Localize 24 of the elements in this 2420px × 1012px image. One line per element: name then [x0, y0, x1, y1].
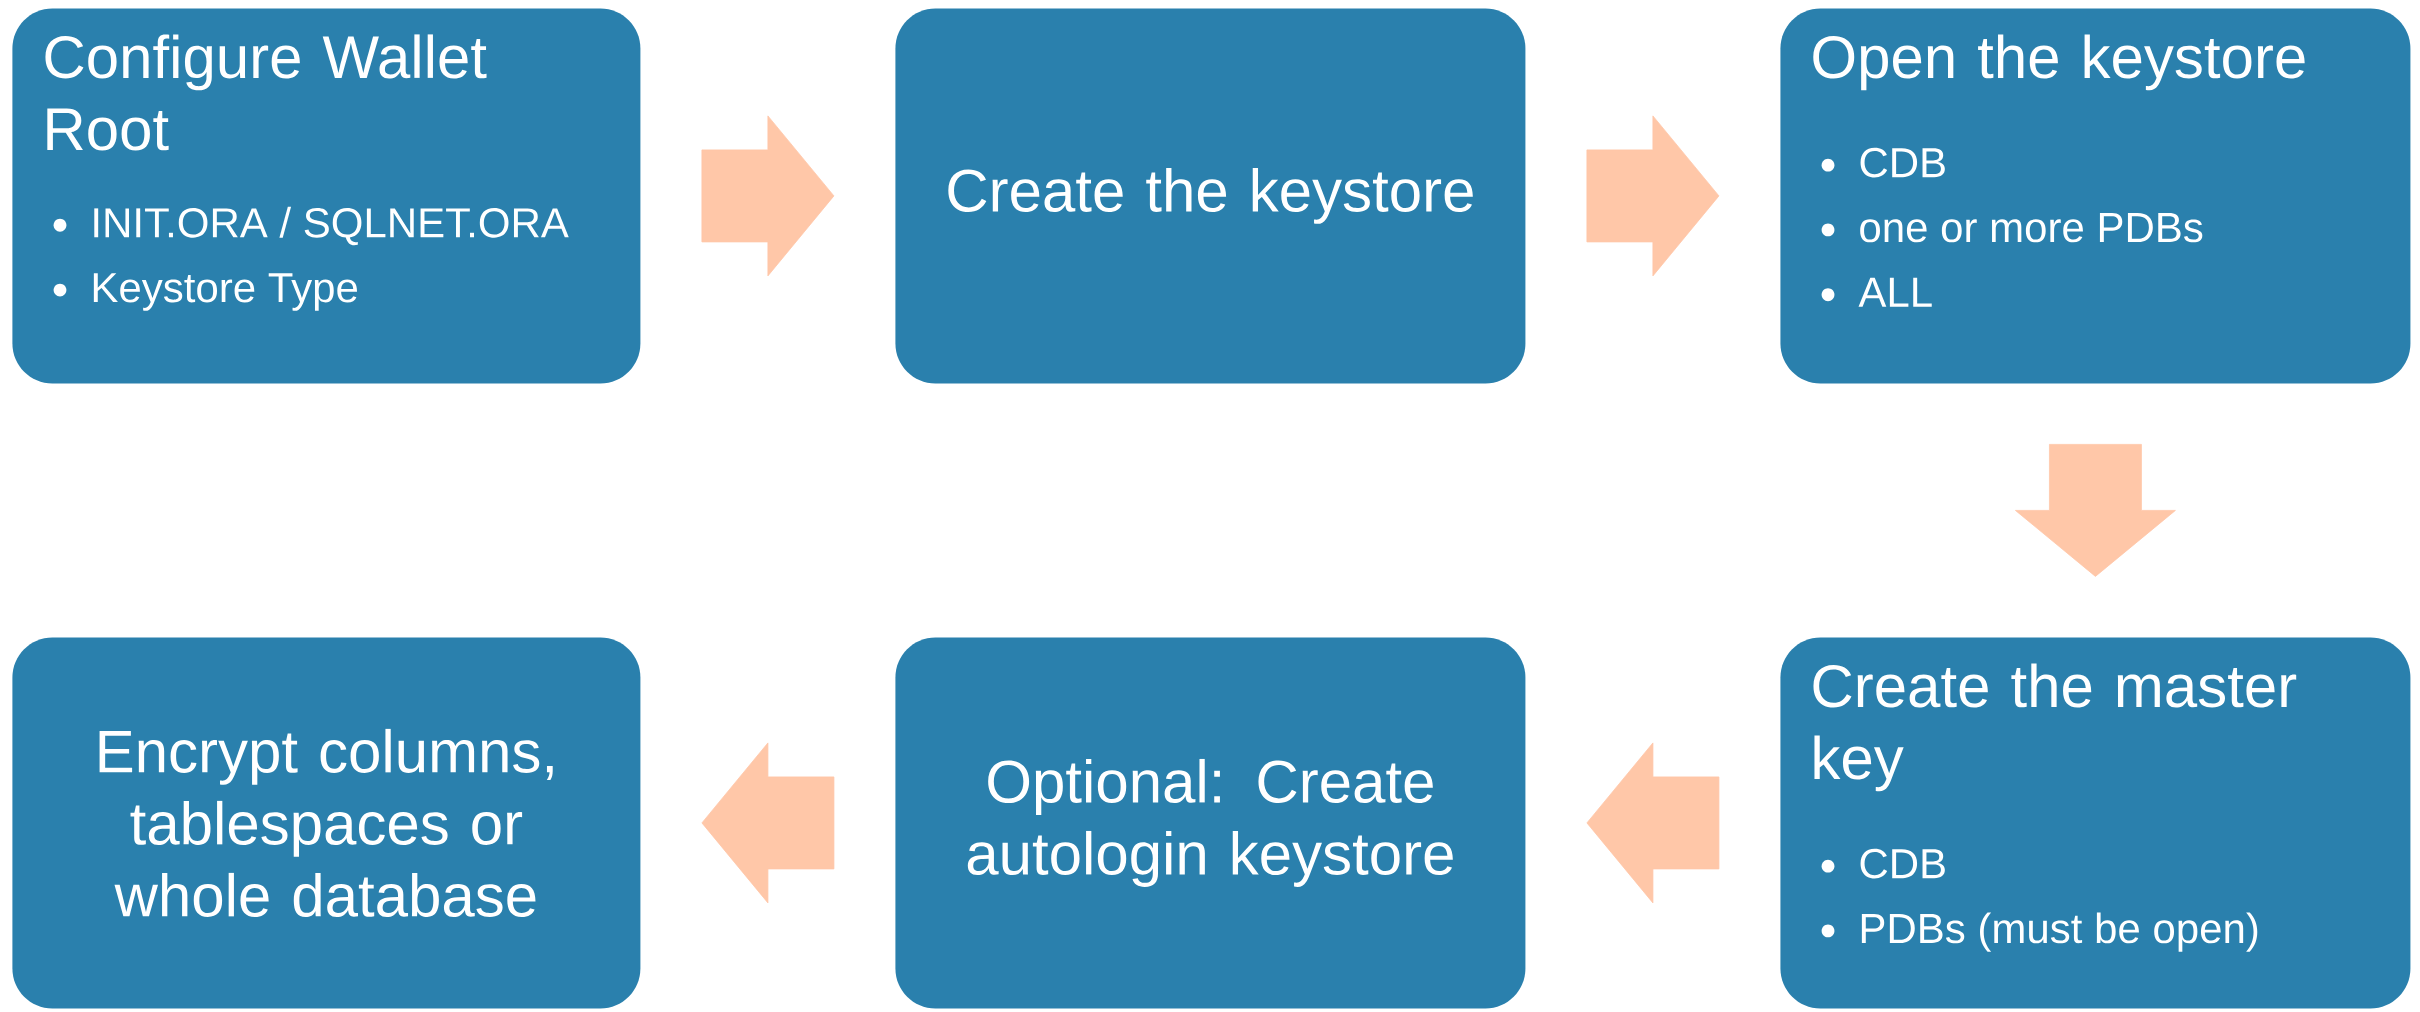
box-heading: Open the keystore [1813, 34, 2305, 91]
block-arrow [1586, 115, 1720, 277]
process-box [12, 8, 641, 384]
bullet-item: INIT.ORA / SQLNET.ORA [94, 206, 569, 246]
bullet-item: Keystore Type [93, 273, 357, 311]
process-box [895, 8, 1526, 384]
block-arrow [1586, 742, 1720, 904]
bullet-item: ALL [1858, 277, 1932, 307]
box-heading: Configure Wallet Root [45, 34, 487, 151]
bullet-item: one or more PDBs [1860, 213, 2203, 243]
block-arrow [701, 115, 835, 277]
box-heading: Create the master key [1813, 663, 2297, 792]
process-box [1780, 8, 2411, 384]
block-arrow [2015, 444, 2176, 577]
box-text: Encrypt columns, tablespaces or whole database [99, 728, 553, 917]
block-arrow [701, 742, 835, 904]
bullet-item: PDBs (must be open) [1861, 912, 2258, 952]
bullet-item: CDB [1860, 848, 1945, 879]
box-text: Optional: Create autologin keystore [967, 758, 1453, 887]
process-box [895, 637, 1526, 1009]
process-box [12, 637, 641, 1009]
box-text: Create the keystore [948, 167, 1473, 224]
bullet-item: CDB [1860, 147, 1945, 178]
process-box [1780, 637, 2411, 1009]
